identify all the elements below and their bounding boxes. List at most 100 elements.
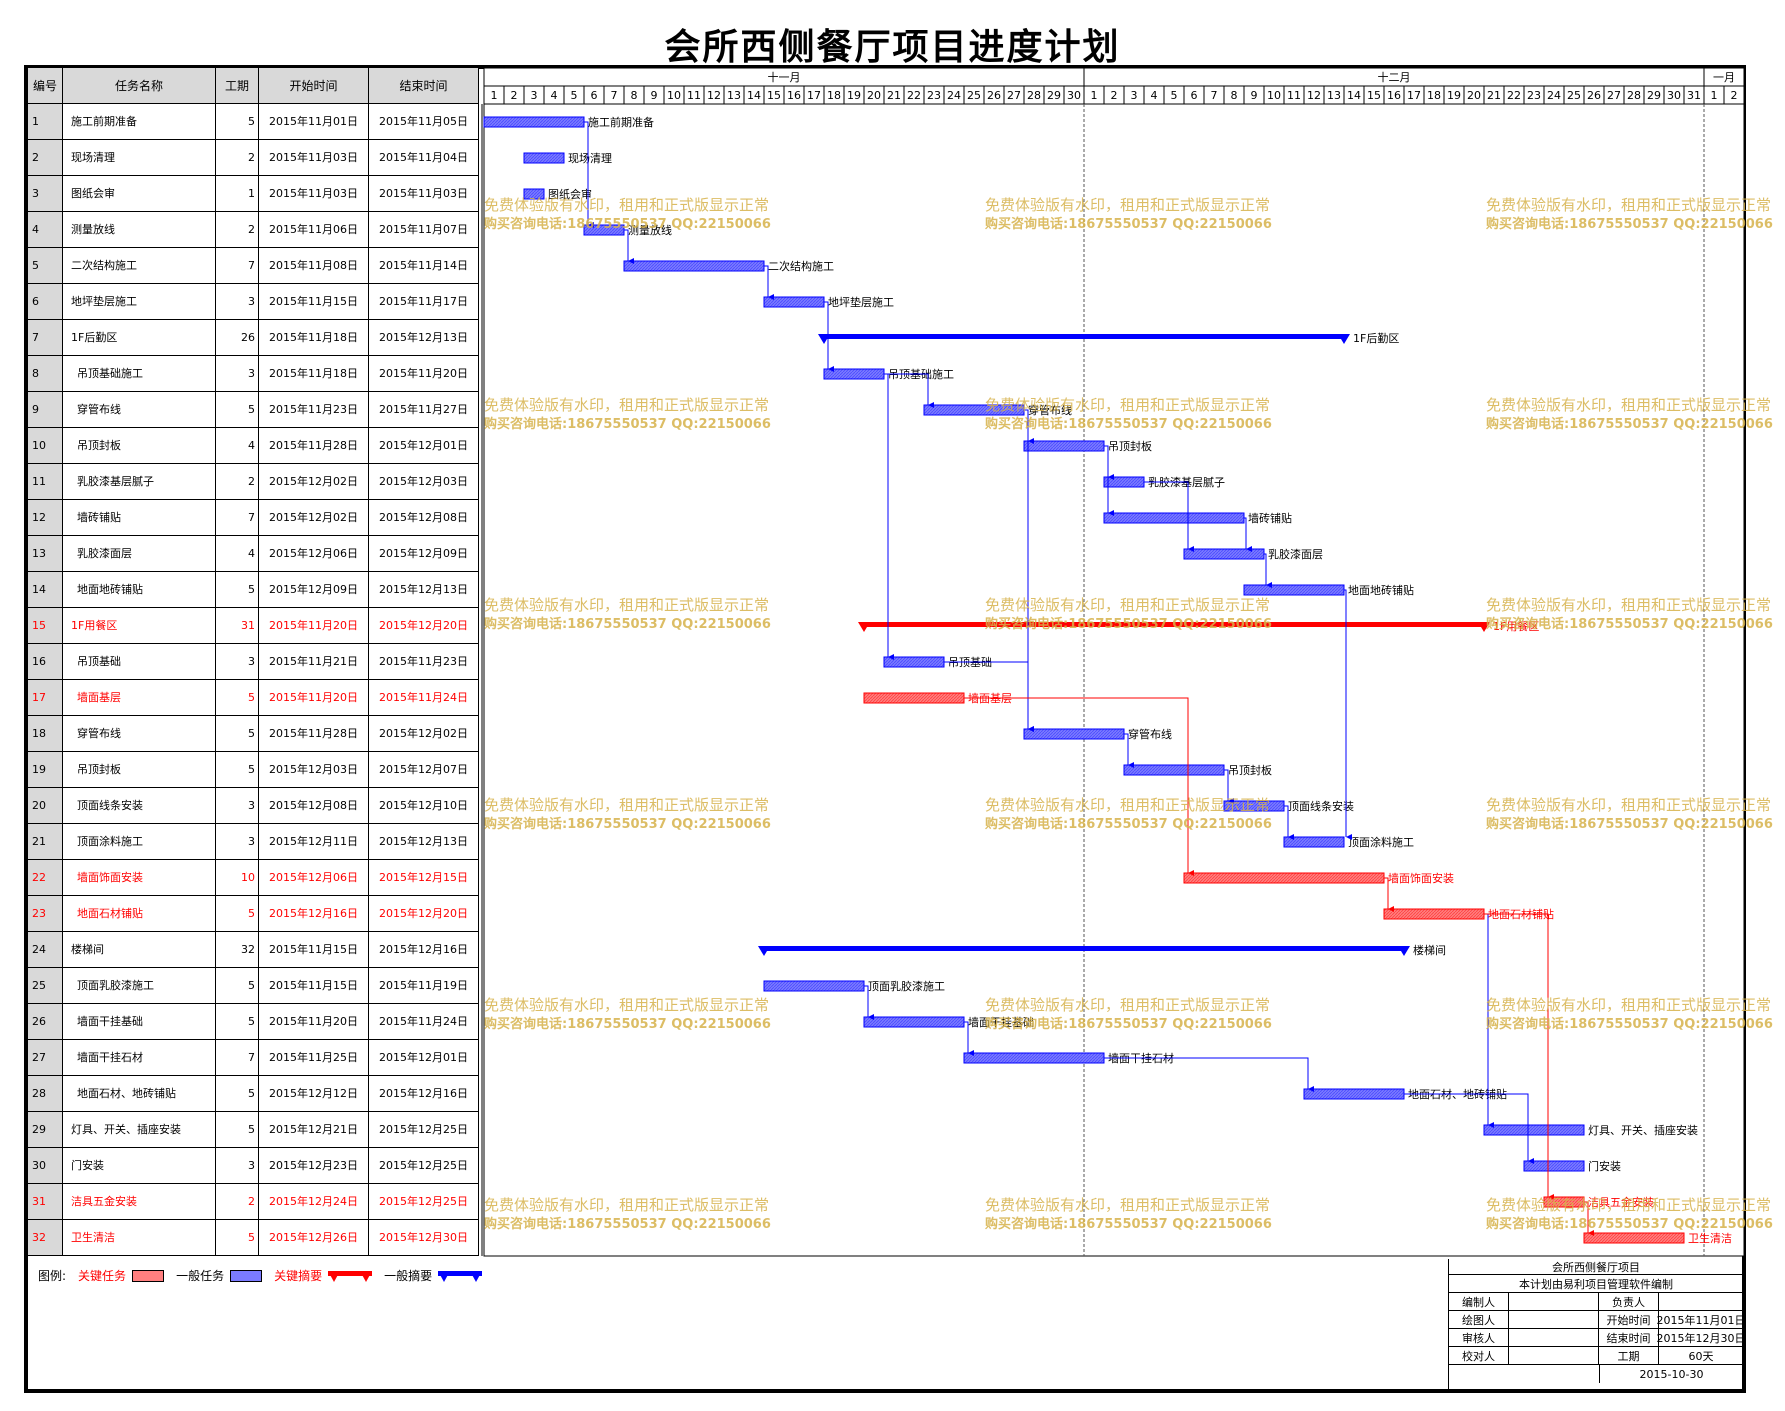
task-row-30-duration[interactable]: 3	[216, 1148, 259, 1184]
task-row-1-end[interactable]: 2015年11月05日	[369, 104, 479, 140]
task-row-8-duration[interactable]: 3	[216, 356, 259, 392]
task-row-16-start[interactable]: 2015年11月21日	[259, 644, 369, 680]
task-row-5-start[interactable]: 2015年11月08日	[259, 248, 369, 284]
task-row-6-end[interactable]: 2015年11月17日	[369, 284, 479, 320]
task-row-28-end[interactable]: 2015年12月16日	[369, 1076, 479, 1112]
task-row-6-duration[interactable]: 3	[216, 284, 259, 320]
task-row-15-id[interactable]: 15	[27, 608, 63, 644]
task-row-14-name[interactable]: 地面地砖铺贴	[63, 572, 216, 608]
task-row-19-duration[interactable]: 5	[216, 752, 259, 788]
task-row-7-end[interactable]: 2015年12月13日	[369, 320, 479, 356]
task-row-17-id[interactable]: 17	[27, 680, 63, 716]
task-row-9-start[interactable]: 2015年11月23日	[259, 392, 369, 428]
task-row-18-end[interactable]: 2015年12月02日	[369, 716, 479, 752]
task-row-13-id[interactable]: 13	[27, 536, 63, 572]
col-header-start[interactable]: 开始时间	[259, 68, 369, 104]
task-row-12-name[interactable]: 墙砖铺贴	[63, 500, 216, 536]
task-row-30-name[interactable]: 门安装	[63, 1148, 216, 1184]
task-row-12-duration[interactable]: 7	[216, 500, 259, 536]
task-row-8-end[interactable]: 2015年11月20日	[369, 356, 479, 392]
task-row-15-duration[interactable]: 31	[216, 608, 259, 644]
task-row-30-end[interactable]: 2015年12月25日	[369, 1148, 479, 1184]
task-row-1-duration[interactable]: 5	[216, 104, 259, 140]
task-row-31-start[interactable]: 2015年12月24日	[259, 1184, 369, 1220]
task-row-32-name[interactable]: 卫生清洁	[63, 1220, 216, 1256]
task-row-24-start[interactable]: 2015年11月15日	[259, 932, 369, 968]
task-row-25-id[interactable]: 25	[27, 968, 63, 1004]
task-row-3-start[interactable]: 2015年11月03日	[259, 176, 369, 212]
task-row-20-duration[interactable]: 3	[216, 788, 259, 824]
task-row-29-name[interactable]: 灯具、开关、插座安装	[63, 1112, 216, 1148]
task-row-17-duration[interactable]: 5	[216, 680, 259, 716]
task-row-13-start[interactable]: 2015年12月06日	[259, 536, 369, 572]
task-row-2-start[interactable]: 2015年11月03日	[259, 140, 369, 176]
task-row-26-end[interactable]: 2015年11月24日	[369, 1004, 479, 1040]
task-row-26-name[interactable]: 墙面干挂基础	[63, 1004, 216, 1040]
task-row-17-start[interactable]: 2015年11月20日	[259, 680, 369, 716]
task-row-2-duration[interactable]: 2	[216, 140, 259, 176]
task-row-21-duration[interactable]: 3	[216, 824, 259, 860]
task-row-12-end[interactable]: 2015年12月08日	[369, 500, 479, 536]
task-row-30-start[interactable]: 2015年12月23日	[259, 1148, 369, 1184]
task-row-28-duration[interactable]: 5	[216, 1076, 259, 1112]
task-row-15-start[interactable]: 2015年11月20日	[259, 608, 369, 644]
task-row-12-start[interactable]: 2015年12月02日	[259, 500, 369, 536]
task-row-32-duration[interactable]: 5	[216, 1220, 259, 1256]
task-row-22-end[interactable]: 2015年12月15日	[369, 860, 479, 896]
task-row-31-duration[interactable]: 2	[216, 1184, 259, 1220]
task-row-24-name[interactable]: 楼梯间	[63, 932, 216, 968]
task-row-9-duration[interactable]: 5	[216, 392, 259, 428]
task-row-9-name[interactable]: 穿管布线	[63, 392, 216, 428]
task-row-4-start[interactable]: 2015年11月06日	[259, 212, 369, 248]
task-row-19-id[interactable]: 19	[27, 752, 63, 788]
task-row-22-id[interactable]: 22	[27, 860, 63, 896]
task-row-10-id[interactable]: 10	[27, 428, 63, 464]
task-row-24-end[interactable]: 2015年12月16日	[369, 932, 479, 968]
task-row-30-id[interactable]: 30	[27, 1148, 63, 1184]
task-row-18-start[interactable]: 2015年11月28日	[259, 716, 369, 752]
task-row-11-id[interactable]: 11	[27, 464, 63, 500]
task-row-20-start[interactable]: 2015年12月08日	[259, 788, 369, 824]
task-row-32-id[interactable]: 32	[27, 1220, 63, 1256]
task-row-22-start[interactable]: 2015年12月06日	[259, 860, 369, 896]
task-row-25-name[interactable]: 顶面乳胶漆施工	[63, 968, 216, 1004]
task-row-4-name[interactable]: 测量放线	[63, 212, 216, 248]
task-row-23-end[interactable]: 2015年12月20日	[369, 896, 479, 932]
task-row-26-id[interactable]: 26	[27, 1004, 63, 1040]
task-row-14-end[interactable]: 2015年12月13日	[369, 572, 479, 608]
task-row-9-end[interactable]: 2015年11月27日	[369, 392, 479, 428]
task-row-1-start[interactable]: 2015年11月01日	[259, 104, 369, 140]
task-row-14-duration[interactable]: 5	[216, 572, 259, 608]
task-row-28-start[interactable]: 2015年12月12日	[259, 1076, 369, 1112]
task-row-31-end[interactable]: 2015年12月25日	[369, 1184, 479, 1220]
task-row-21-id[interactable]: 21	[27, 824, 63, 860]
task-row-11-start[interactable]: 2015年12月02日	[259, 464, 369, 500]
task-row-19-end[interactable]: 2015年12月07日	[369, 752, 479, 788]
task-row-20-end[interactable]: 2015年12月10日	[369, 788, 479, 824]
task-row-7-name[interactable]: 1F后勤区	[63, 320, 216, 356]
task-row-10-end[interactable]: 2015年12月01日	[369, 428, 479, 464]
task-row-31-id[interactable]: 31	[27, 1184, 63, 1220]
task-row-12-id[interactable]: 12	[27, 500, 63, 536]
task-row-18-duration[interactable]: 5	[216, 716, 259, 752]
task-row-23-id[interactable]: 23	[27, 896, 63, 932]
task-row-8-name[interactable]: 吊顶基础施工	[63, 356, 216, 392]
task-row-7-start[interactable]: 2015年11月18日	[259, 320, 369, 356]
task-row-6-name[interactable]: 地坪垫层施工	[63, 284, 216, 320]
task-row-11-end[interactable]: 2015年12月03日	[369, 464, 479, 500]
task-row-3-end[interactable]: 2015年11月03日	[369, 176, 479, 212]
task-row-8-id[interactable]: 8	[27, 356, 63, 392]
task-row-18-name[interactable]: 穿管布线	[63, 716, 216, 752]
task-row-29-end[interactable]: 2015年12月25日	[369, 1112, 479, 1148]
task-row-31-name[interactable]: 洁具五金安装	[63, 1184, 216, 1220]
task-row-23-duration[interactable]: 5	[216, 896, 259, 932]
task-row-3-id[interactable]: 3	[27, 176, 63, 212]
task-row-26-start[interactable]: 2015年11月20日	[259, 1004, 369, 1040]
task-row-22-duration[interactable]: 10	[216, 860, 259, 896]
task-row-11-name[interactable]: 乳胶漆基层腻子	[63, 464, 216, 500]
task-row-21-name[interactable]: 顶面涂料施工	[63, 824, 216, 860]
col-header-end[interactable]: 结束时间	[369, 68, 479, 104]
task-row-20-id[interactable]: 20	[27, 788, 63, 824]
task-row-5-duration[interactable]: 7	[216, 248, 259, 284]
task-row-4-id[interactable]: 4	[27, 212, 63, 248]
